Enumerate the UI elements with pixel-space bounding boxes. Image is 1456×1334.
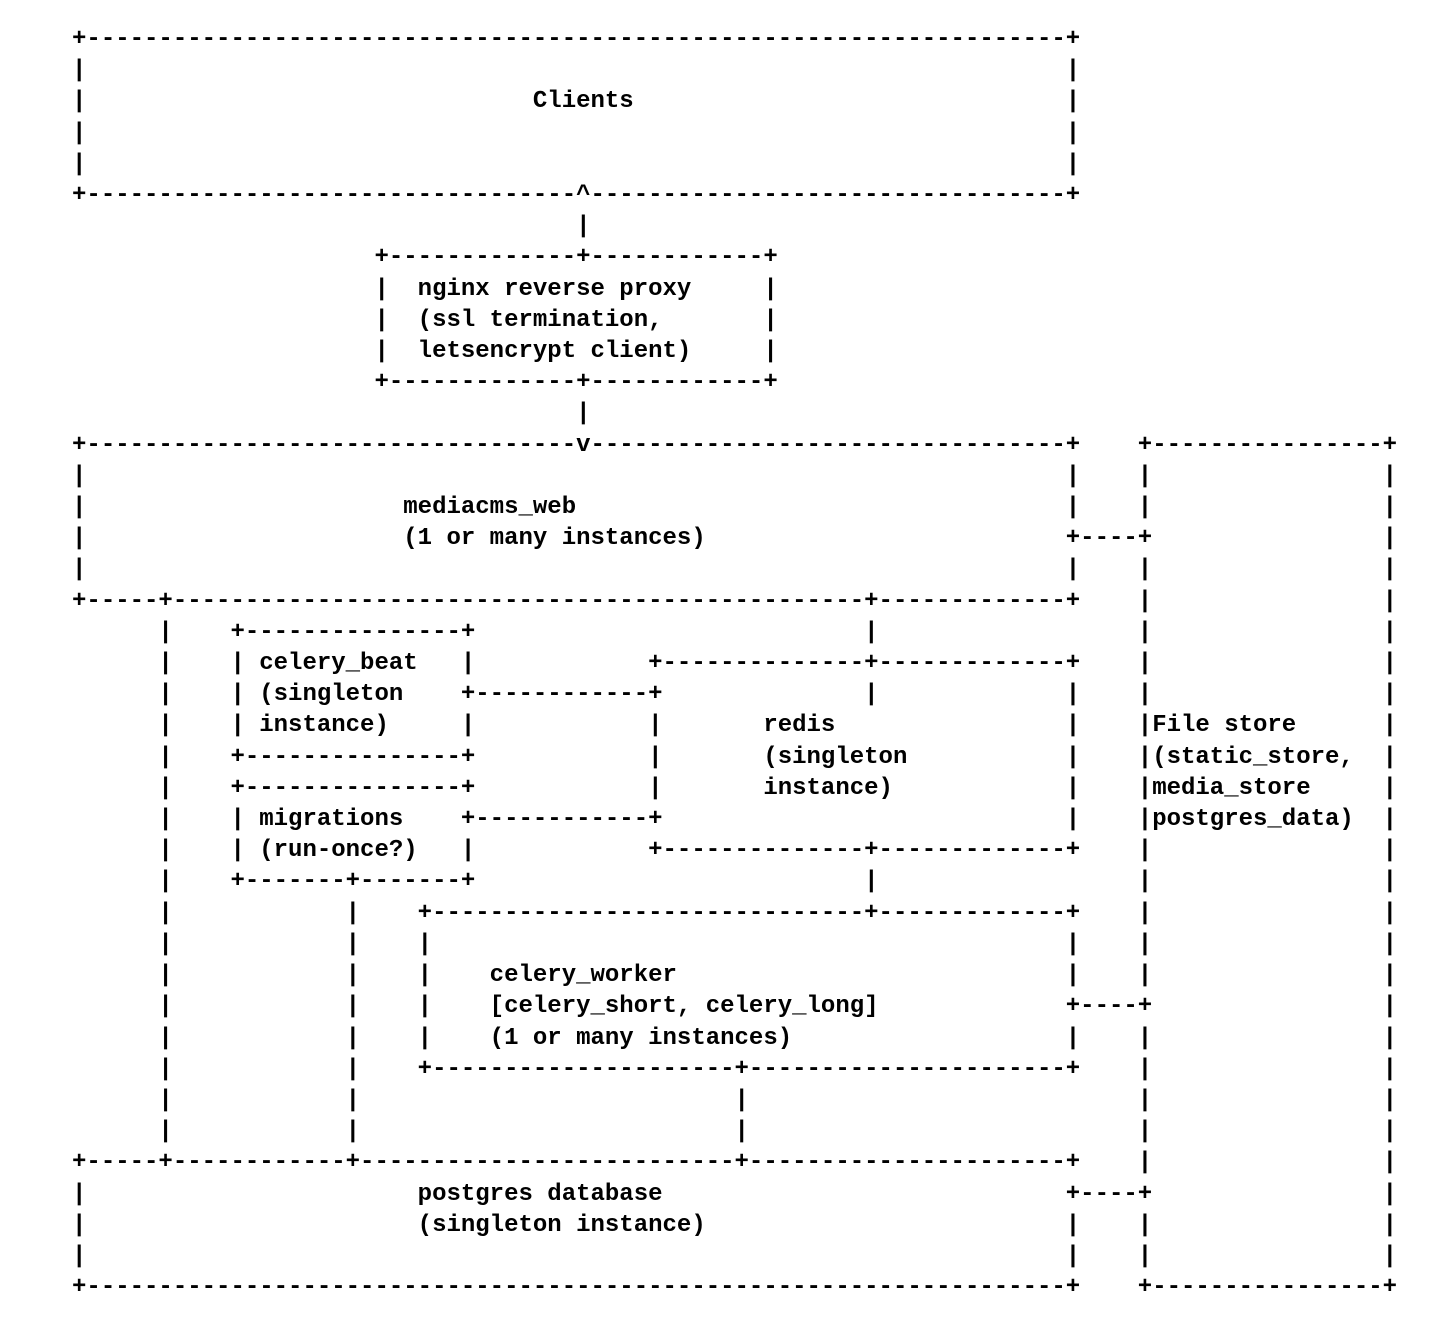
ascii-art-diagram: +---------------------------------------… [72,26,1398,1302]
